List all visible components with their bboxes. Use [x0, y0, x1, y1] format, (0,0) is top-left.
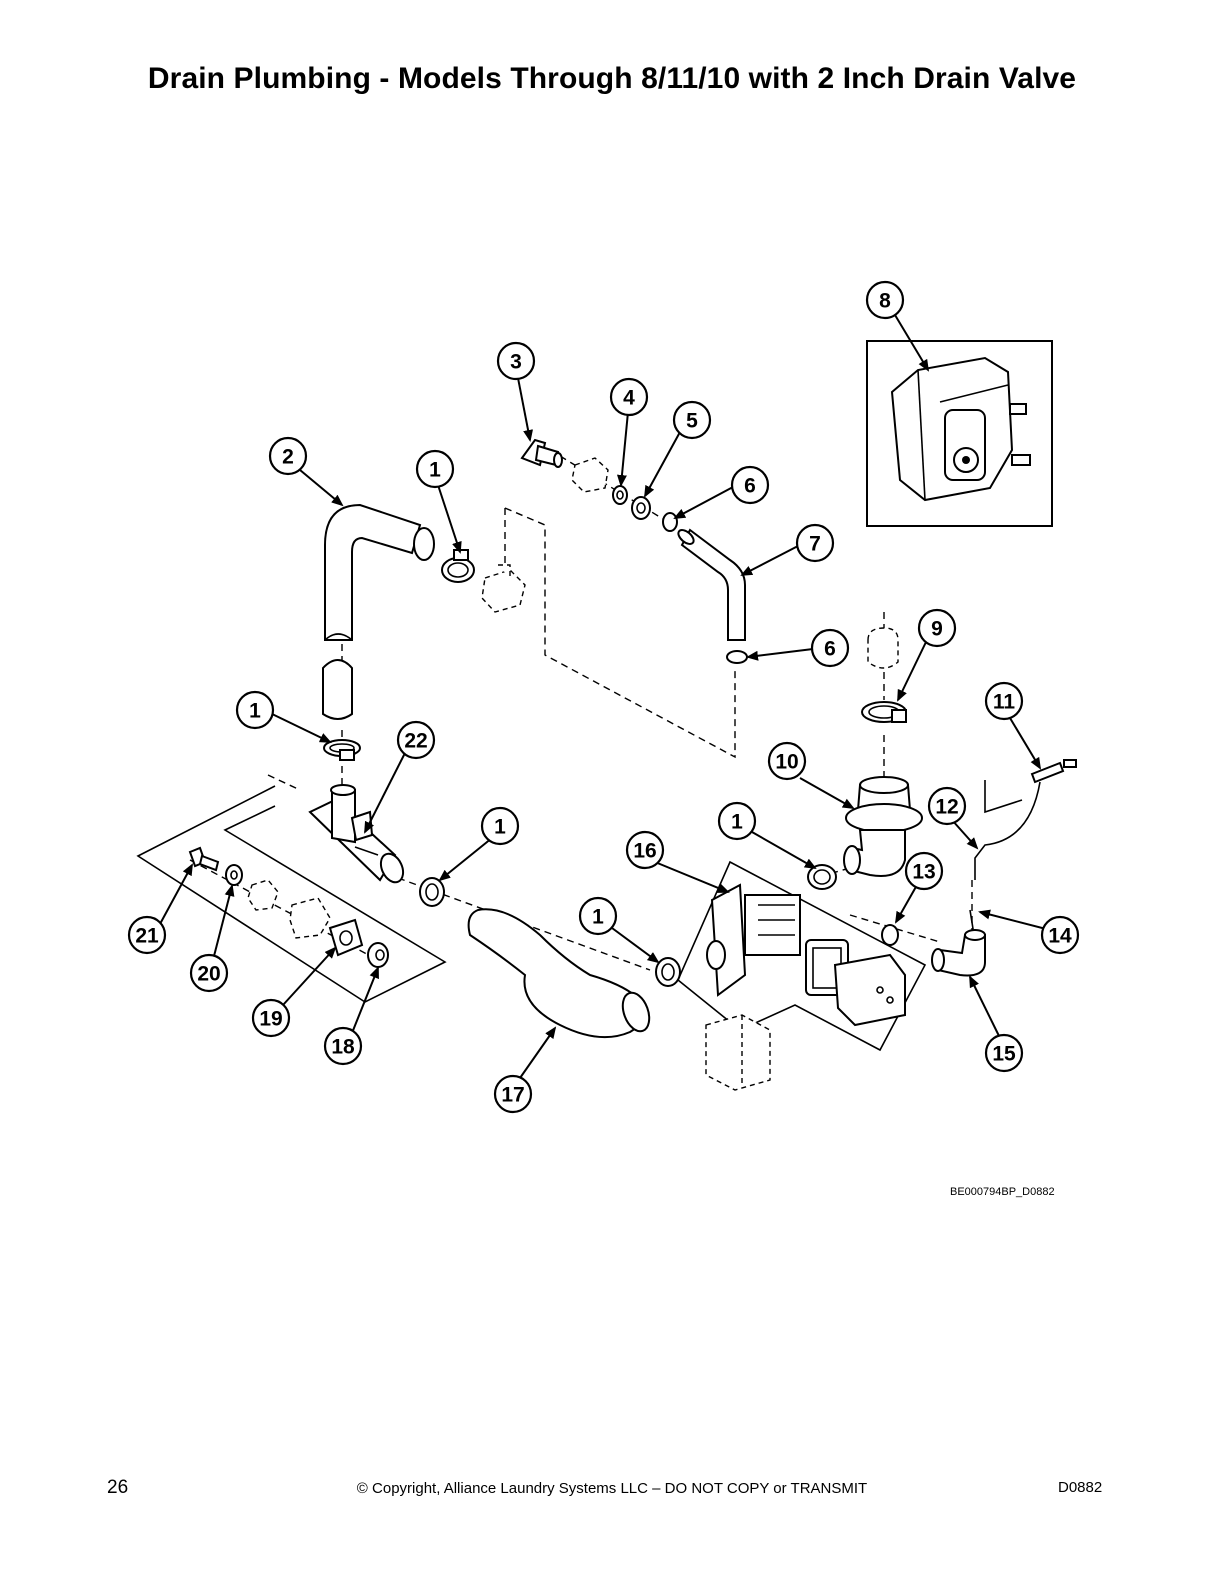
svg-text:5: 5 — [686, 410, 698, 433]
callout-18: 18 — [323, 1026, 363, 1066]
pressure-tube — [969, 759, 1077, 936]
page-title: Drain Plumbing - Models Through 8/11/10 … — [147, 62, 1077, 95]
inlet-fitting — [520, 438, 563, 468]
svg-text:12: 12 — [935, 796, 958, 819]
rubber-grommet — [367, 942, 389, 968]
bolt — [188, 846, 220, 872]
flat-washer — [225, 864, 243, 886]
svg-text:6: 6 — [824, 638, 836, 661]
callout-4: 4 — [609, 377, 649, 417]
callout-1: 1 — [717, 801, 757, 841]
callout-13: 13 — [904, 851, 944, 891]
mounting-plate — [328, 918, 364, 957]
callout-15: 15 — [984, 1033, 1024, 1073]
air-trap-boot — [843, 776, 923, 877]
drain-motor — [890, 356, 1031, 502]
hose-clamp — [861, 701, 907, 723]
assembly-dashed-lines — [189, 455, 973, 971]
svg-text:9: 9 — [931, 618, 943, 641]
svg-text:16: 16 — [633, 840, 656, 863]
callout-20: 20 — [189, 953, 229, 993]
callout-16: 16 — [625, 830, 665, 870]
callout-1: 1 — [235, 690, 275, 730]
svg-text:15: 15 — [992, 1043, 1016, 1066]
drain-motor-inset — [866, 340, 1053, 527]
grommet — [631, 496, 651, 520]
callout-17: 17 — [493, 1074, 533, 1114]
drain-valve-assembly — [677, 860, 927, 1091]
figure-reference-code: BE000794BP_D0882 — [950, 1186, 1055, 1198]
callout-22: 22 — [396, 720, 436, 760]
tee-fitting — [308, 784, 405, 884]
callout-7: 7 — [795, 523, 835, 563]
svg-text:17: 17 — [501, 1084, 524, 1107]
callout-14: 14 — [1040, 915, 1080, 955]
svg-text:10: 10 — [775, 751, 798, 774]
hose-clamp — [419, 877, 445, 907]
drain-elbow — [931, 929, 986, 977]
svg-text:21: 21 — [135, 925, 159, 948]
hose-clamp — [441, 549, 475, 583]
svg-text:11: 11 — [993, 691, 1016, 714]
svg-text:20: 20 — [197, 963, 220, 986]
svg-text:2: 2 — [282, 446, 294, 469]
standpipe-hose — [322, 503, 435, 720]
washer — [612, 485, 628, 505]
svg-text:1: 1 — [592, 906, 604, 929]
svg-text:7: 7 — [809, 533, 821, 556]
nut-ghost — [571, 457, 609, 493]
hose-clamp — [881, 924, 899, 946]
document-code: D0882 — [1058, 1479, 1103, 1496]
callout-3: 3 — [496, 341, 536, 381]
callout-1: 1 — [415, 449, 455, 489]
svg-text:13: 13 — [912, 861, 935, 884]
callout-5: 5 — [672, 400, 712, 440]
small-hose-clamp — [662, 512, 678, 532]
svg-text:1: 1 — [429, 459, 441, 482]
bracket-group-outline — [136, 785, 447, 1003]
svg-text:1: 1 — [494, 816, 506, 839]
svg-text:1: 1 — [249, 700, 261, 723]
svg-text:3: 3 — [510, 351, 522, 374]
hose-clamp — [807, 864, 837, 890]
callout-1: 1 — [480, 806, 520, 846]
callout-6: 6 — [810, 628, 850, 668]
callout-9: 9 — [917, 608, 957, 648]
callout-10: 10 — [767, 741, 807, 781]
page-number: 26 — [107, 1477, 129, 1498]
svg-text:22: 22 — [404, 730, 427, 753]
callout-2: 2 — [268, 436, 308, 476]
leader-lines — [159, 314, 1051, 1079]
elbow-ghost — [481, 564, 526, 613]
svg-text:14: 14 — [1048, 925, 1072, 948]
callout-11: 11 — [984, 681, 1024, 721]
small-drain-hose — [677, 528, 746, 641]
callout-8: 8 — [865, 280, 905, 320]
small-hose-clamp — [726, 650, 748, 664]
callout-6: 6 — [730, 465, 770, 505]
svg-text:6: 6 — [744, 475, 756, 498]
svg-text:8: 8 — [879, 290, 891, 313]
svg-text:1: 1 — [731, 811, 743, 834]
large-drain-hose — [467, 908, 651, 1039]
pipe-ghost — [867, 627, 899, 669]
callout-21: 21 — [127, 915, 167, 955]
callout-1: 1 — [578, 896, 618, 936]
callout-12: 12 — [927, 786, 967, 826]
svg-text:19: 19 — [259, 1008, 282, 1031]
bracket-ghost — [247, 879, 279, 911]
clip-ghost — [289, 897, 331, 939]
callout-19: 19 — [251, 998, 291, 1038]
copyright-notice: © Copyright, Alliance Laundry Systems LL… — [356, 1480, 868, 1497]
svg-text:4: 4 — [623, 387, 635, 410]
hose-clamp — [323, 739, 361, 761]
hose-clamp — [655, 957, 681, 987]
svg-text:18: 18 — [331, 1036, 355, 1059]
